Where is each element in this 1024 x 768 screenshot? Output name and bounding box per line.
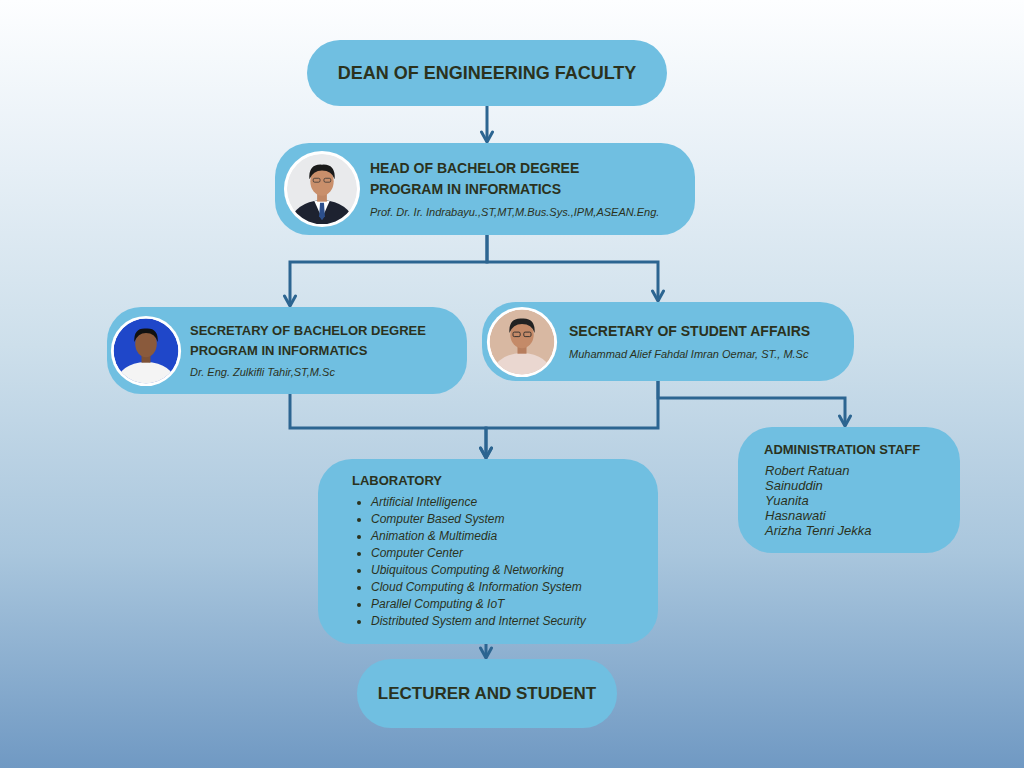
connector-arrow — [658, 381, 845, 426]
lab-item: Computer Based System — [371, 511, 504, 528]
shirt — [491, 352, 552, 377]
person-name: Muhammad Alief Fahdal Imran Oemar, ST., … — [569, 347, 808, 361]
lab-item: Artificial Intelligence — [371, 494, 477, 511]
lab-item: Computer Center — [371, 545, 463, 562]
person-name: Prof. Dr. Ir. Indrabayu.,ST,MT,M.Bus.Sys… — [370, 205, 659, 219]
staff-name: Arizha Tenri Jekka — [765, 523, 871, 538]
photo-ground — [114, 318, 179, 383]
photo-ground — [490, 309, 555, 374]
hair — [509, 318, 534, 332]
face — [310, 167, 333, 196]
face — [510, 321, 533, 348]
person-name: Dr. Eng. Zulkifli Tahir,ST,M.Sc — [190, 365, 335, 379]
photo-ground — [287, 154, 357, 224]
org-box: LABORATORYArtificial IntelligenceCompute… — [318, 459, 658, 644]
glasses — [524, 332, 531, 337]
lab-item: Cloud Computing & Information System — [371, 579, 582, 596]
box-title: HEAD OF BACHELOR DEGREE PROGRAM IN INFOR… — [370, 158, 610, 200]
lab-item: Ubiquitous Computing & Networking — [371, 562, 564, 579]
box-title: DEAN OF ENGINEERING FACULTY — [338, 63, 637, 84]
connector-arrow — [486, 381, 658, 458]
shirt — [314, 201, 330, 219]
lab-item: Parallel Computing & IoT — [371, 596, 504, 613]
staff-name: Yuanita — [765, 493, 809, 508]
neck — [317, 191, 327, 202]
portrait-photo — [110, 315, 182, 387]
org-box: HEAD OF BACHELOR DEGREE PROGRAM IN INFOR… — [275, 143, 695, 235]
connector-arrow — [485, 644, 488, 658]
org-box: SECRETARY OF BACHELOR DEGREE PROGRAM IN … — [107, 307, 467, 394]
connector-arrow — [486, 106, 489, 142]
photo-ring — [487, 306, 557, 376]
org-box: ADMINISTRATION STAFF Robert RatuanSainudd… — [738, 427, 960, 553]
portrait-photo — [283, 150, 361, 228]
face — [135, 330, 157, 357]
tie — [319, 203, 325, 221]
connector-arrow — [487, 235, 658, 301]
photo-ring — [284, 151, 360, 227]
box-title: ADMINISTRATION STAFF — [764, 442, 920, 457]
box-title: LECTURER AND STUDENT — [378, 684, 596, 704]
portrait-photo — [486, 306, 558, 378]
glasses — [313, 178, 320, 182]
hair — [134, 328, 158, 342]
lab-item: Distributed System and Internet Security — [371, 613, 586, 630]
photo-ring — [111, 315, 181, 385]
box-title: LABORATORY — [352, 473, 442, 488]
shirt — [115, 361, 176, 386]
hair — [309, 165, 334, 180]
neck — [518, 343, 527, 353]
staff-name: Sainuddin — [765, 478, 823, 493]
org-box: DEAN OF ENGINEERING FACULTY — [307, 40, 667, 106]
glasses — [324, 178, 331, 182]
lab-item: Animation & Multimedia — [371, 528, 497, 545]
connector-arrow — [290, 235, 487, 306]
suit — [289, 200, 355, 228]
staff-name: Robert Ratuan — [765, 463, 850, 478]
org-box: SECRETARY OF STUDENT AFFAIRS Muhammad Ali… — [482, 302, 854, 381]
staff-name: Hasnawati — [765, 508, 826, 523]
org-box: LECTURER AND STUDENT — [357, 659, 617, 728]
glasses — [513, 332, 520, 337]
box-title: SECRETARY OF STUDENT AFFAIRS — [569, 322, 810, 342]
box-title: SECRETARY OF BACHELOR DEGREE PROGRAM IN … — [190, 321, 452, 360]
neck — [142, 352, 151, 362]
connector-arrow — [290, 394, 486, 458]
